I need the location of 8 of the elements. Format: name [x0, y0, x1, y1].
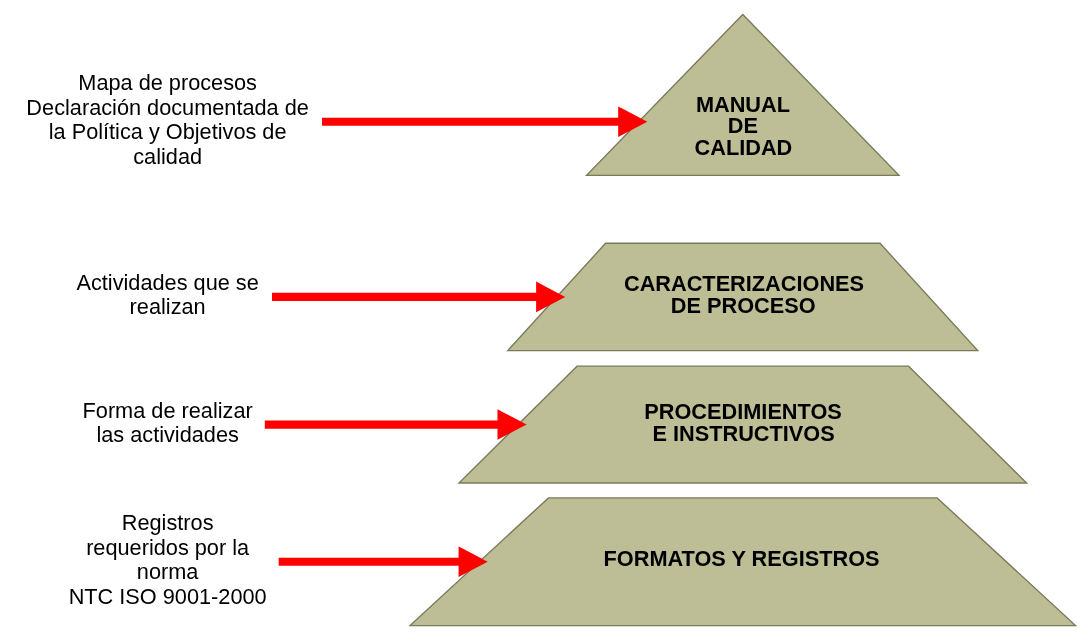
arrow: [264, 408, 527, 440]
arrow: [272, 281, 566, 312]
arrow: [278, 545, 488, 577]
node-text: Registros requeridos por la norma NTC ISO 9001-2000: [68, 509, 267, 609]
arrow: [322, 105, 648, 137]
node-text: Forma de realizar las actividades: [82, 397, 253, 447]
node-text: Actividades que se realizan: [76, 269, 259, 319]
node-text: Mapa de procesos Declaración documentada de la Política y Objetivos de calidad: [26, 69, 309, 169]
